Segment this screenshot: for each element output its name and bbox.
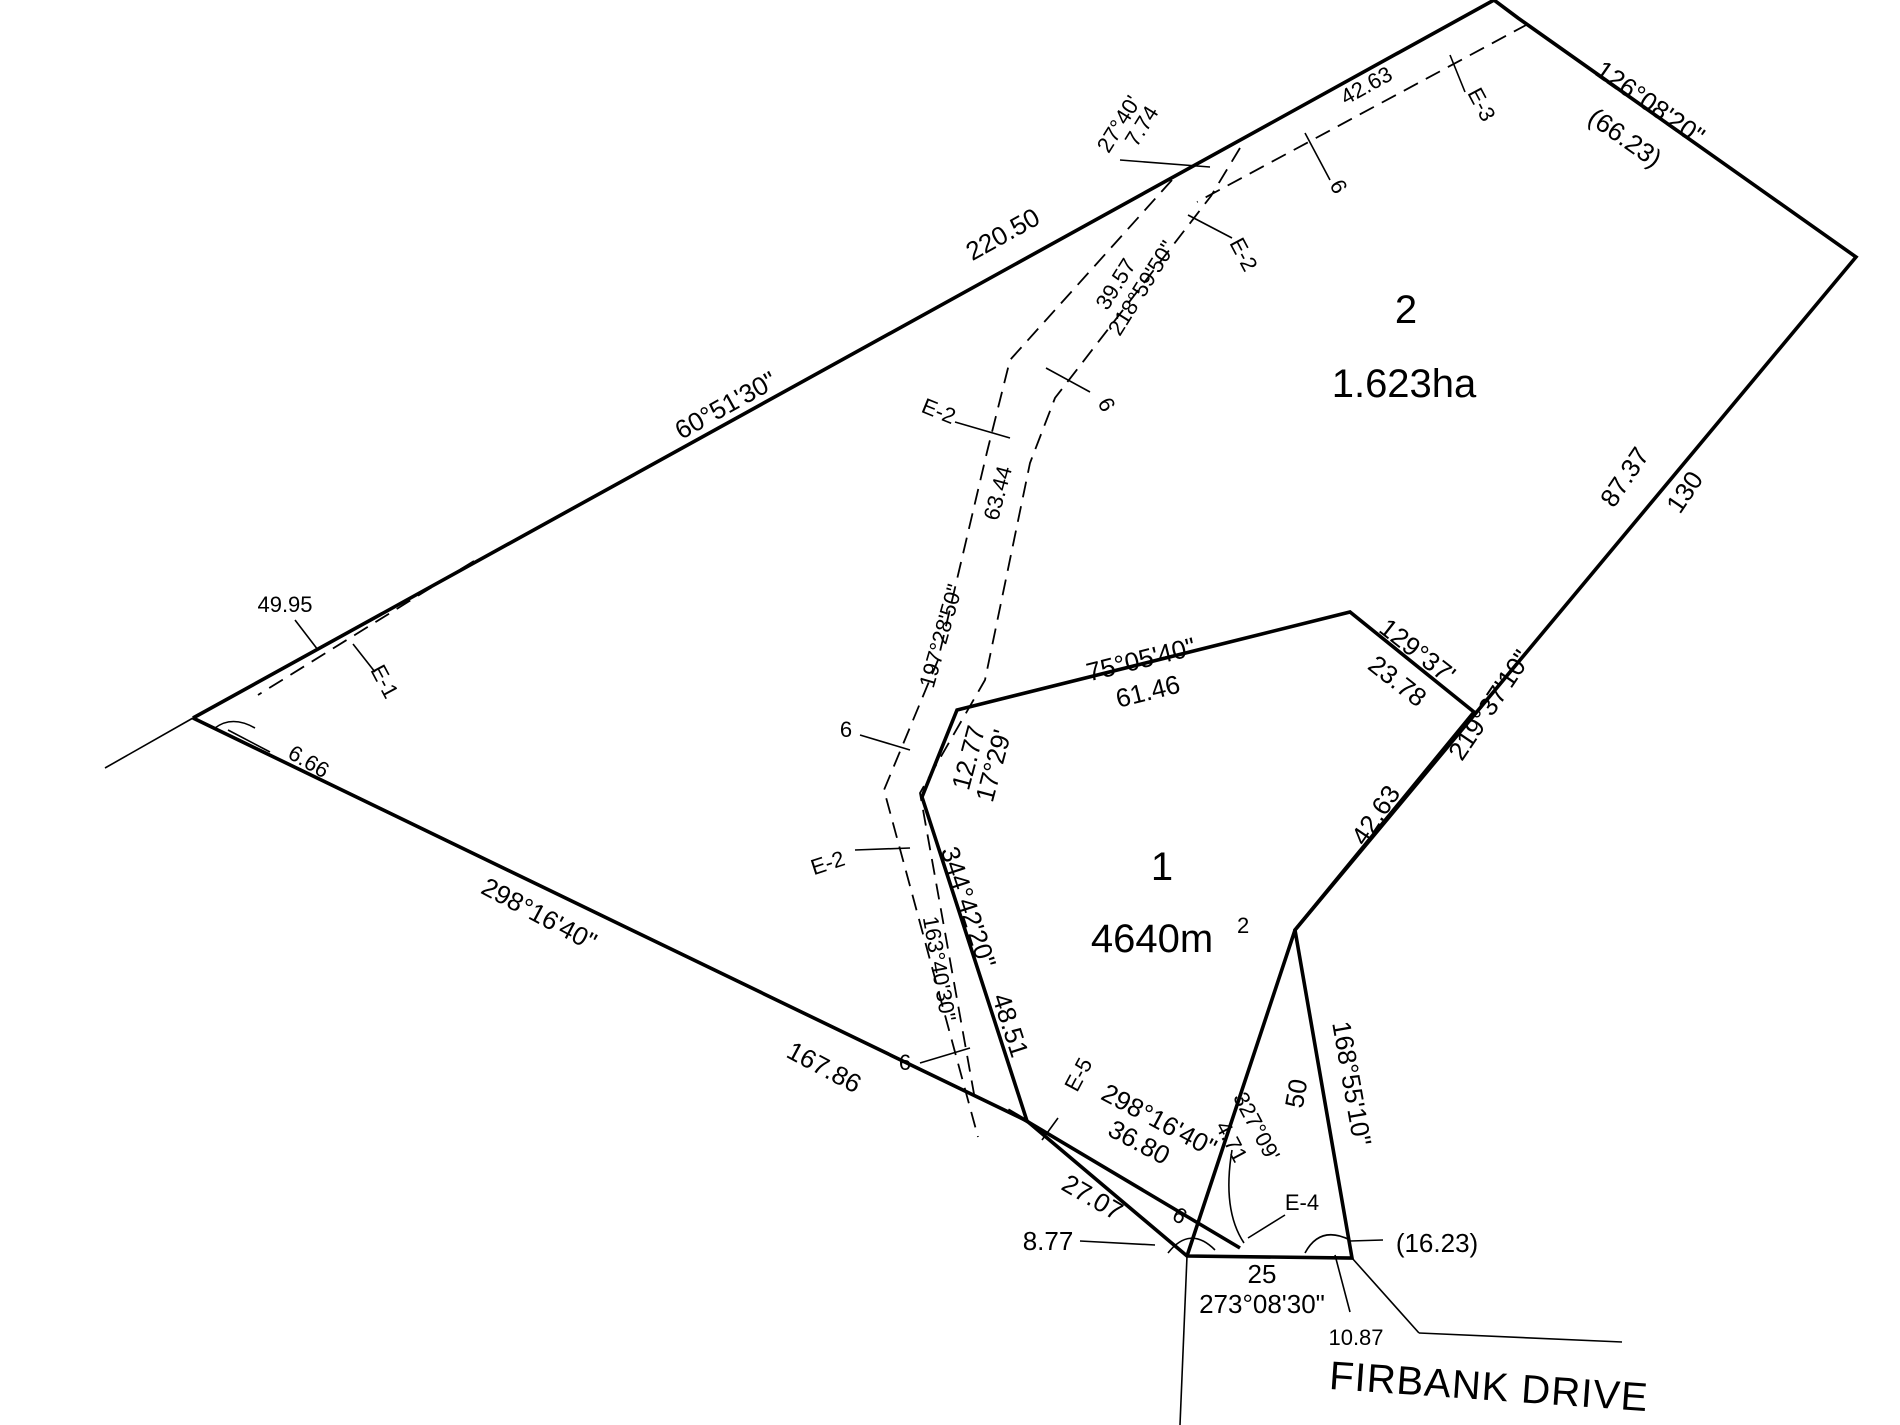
e3-tick [1449, 54, 1466, 93]
label-bearing-163-40-30: 163°40'30" [918, 914, 961, 1023]
lot-boundaries [192, 0, 1859, 1260]
angle-arc-right [1304, 1233, 1351, 1254]
label-e3: E-3 [1463, 83, 1501, 125]
arrow-6-66 [227, 729, 271, 753]
lot1-boundary [920, 610, 1477, 1257]
angle-arc-west [214, 720, 256, 729]
e5-tick [1041, 1117, 1059, 1141]
road-name: FIRBANK DRIVE [1328, 1354, 1650, 1420]
label-distance-48-51: 48.51 [986, 990, 1035, 1061]
arrow-e4 [1247, 1214, 1286, 1239]
label-distance-50: 50 [1279, 1077, 1314, 1111]
label-distance-6-66: 6.66 [284, 740, 334, 783]
label-bearing-273-08-30: 273°08'30" [1199, 1289, 1325, 1319]
label-width-6-b: 6 [1093, 393, 1121, 416]
angle-arc-left [1167, 1237, 1216, 1254]
e1-tick [352, 643, 376, 673]
label-e5: E-5 [1059, 1053, 1097, 1095]
lot2-number: 2 [1395, 288, 1417, 332]
e2-width-tick-mid [1045, 367, 1091, 393]
label-distance-42-63-mid: 42.63 [1345, 780, 1406, 851]
label-e2-b: E-2 [918, 393, 959, 429]
lot-identifiers: 2 1.623ha 1 4640m 2 [1091, 288, 1477, 961]
label-bearing-197-28-50: 197°28'50" [914, 581, 967, 690]
label-bearing-168-55-10: 168°55'10" [1326, 1019, 1377, 1148]
arrow-16-23 [1349, 1239, 1384, 1242]
e2-tick-top [1187, 214, 1233, 239]
e2-width-tick-lower [859, 734, 911, 751]
road-curb-line [1351, 1257, 1420, 1334]
label-e4: E-4 [1285, 1190, 1319, 1215]
lot1-area-superscript: 2 [1237, 913, 1249, 938]
road-lines [104, 717, 1623, 1425]
outer-boundary [192, 0, 1859, 1260]
road-left-line [1179, 1255, 1188, 1425]
label-e2-a: E-2 [1225, 233, 1263, 275]
arrow-4-71 [1228, 1149, 1245, 1244]
label-distance-10-87: 10.87 [1328, 1325, 1383, 1350]
label-width-6-c: 6 [840, 717, 852, 742]
label-width-6-d: 6 [899, 1050, 911, 1075]
easement-e1 [257, 560, 475, 696]
label-distance-167-86: 167.86 [782, 1035, 866, 1099]
road-edge-line [1418, 1332, 1623, 1343]
arrow-7-74 [1119, 159, 1211, 168]
easement-e2-right [919, 147, 1241, 1106]
label-bearing-60-51-30: 60°51'30" [670, 365, 782, 445]
label-distance-16-23: (16.23) [1396, 1228, 1478, 1258]
extension-line [104, 717, 194, 769]
label-e2-c: E-2 [808, 846, 848, 880]
e2-width-tick-bottom [919, 1047, 971, 1064]
label-distance-130: 130 [1660, 466, 1709, 519]
lot1-number: 1 [1151, 845, 1173, 889]
arrow-10-87 [1334, 1254, 1351, 1313]
e2-width-tick-top [1304, 132, 1331, 181]
label-distance-25: 25 [1248, 1259, 1277, 1289]
e2-tick-left [954, 421, 1011, 439]
label-distance-87-37: 87.37 [1594, 442, 1655, 513]
arrow-49-95 [294, 619, 319, 651]
lot1-area: 4640m [1091, 917, 1213, 961]
arrow-8-77 [1079, 1240, 1156, 1246]
label-distance-63-44: 63.44 [979, 463, 1017, 523]
label-distance-49-95: 49.95 [257, 592, 312, 617]
easement-e3 [1196, 23, 1529, 203]
lot2-area: 1.623ha [1332, 362, 1477, 406]
e2-tick-lower [854, 847, 911, 851]
tick-marks [214, 54, 1466, 1313]
label-distance-8-77: 8.77 [1023, 1226, 1074, 1256]
